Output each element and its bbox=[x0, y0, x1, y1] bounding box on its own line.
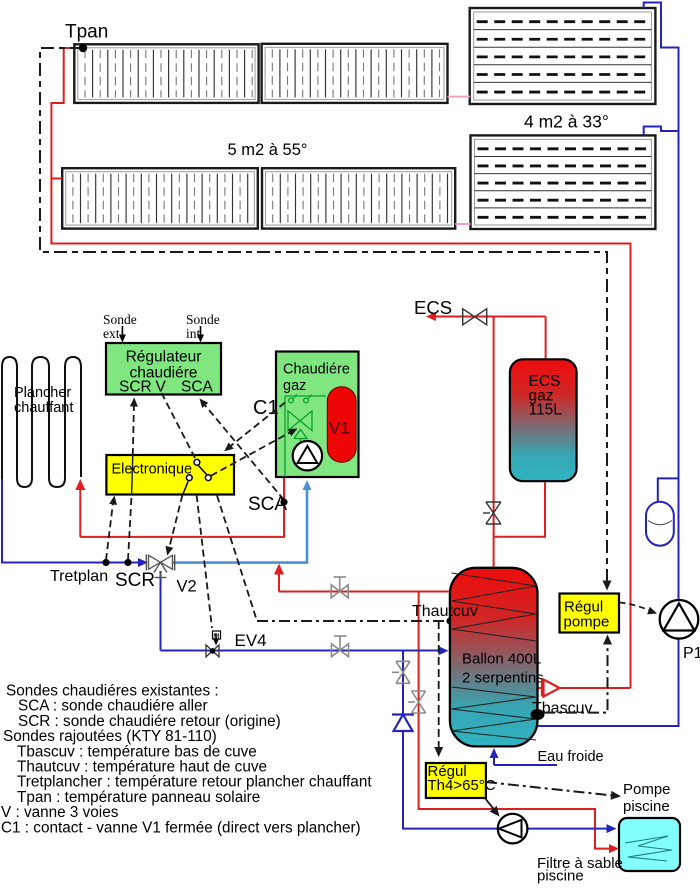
svg-text:SCR: SCR bbox=[115, 570, 155, 591]
svg-text:SCA: SCA bbox=[248, 494, 287, 515]
svg-text:Thautcuv: Thautcuv bbox=[412, 603, 478, 620]
svg-text:Sondes rajoutées (KTY 81-110): Sondes rajoutées (KTY 81-110) bbox=[3, 728, 217, 745]
svg-text:SCA : sonde chaudiére aller: SCA : sonde chaudiére aller bbox=[18, 698, 208, 715]
svg-text:SCA: SCA bbox=[181, 379, 214, 396]
svg-text:ECS: ECS bbox=[529, 373, 561, 390]
svg-text:Thautcuv : température haut de: Thautcuv : température haut de cuve bbox=[17, 759, 267, 776]
svg-text:Th4>65°C: Th4>65°C bbox=[428, 777, 496, 794]
svg-text:Régulateur: Régulateur bbox=[126, 349, 202, 366]
svg-text:pompe: pompe bbox=[564, 614, 610, 631]
svg-text:V1: V1 bbox=[329, 419, 350, 438]
svg-text:V : vanne 3 voies: V : vanne 3 voies bbox=[1, 804, 119, 821]
svg-text:C1 : contact - vanne V1 fermée: C1 : contact - vanne V1 fermée (direct v… bbox=[1, 819, 361, 836]
svg-text:gaz: gaz bbox=[283, 378, 306, 394]
svg-text:SCR : sonde chaudiére retour (: SCR : sonde chaudiére retour (origine) bbox=[18, 713, 281, 730]
svg-text:V: V bbox=[156, 379, 167, 396]
svg-text:4 m2 à 33°: 4 m2 à 33° bbox=[524, 112, 609, 132]
svg-text:Chaudiére: Chaudiére bbox=[283, 362, 350, 378]
svg-text:Sondes chaudiéres existantes :: Sondes chaudiéres existantes : bbox=[6, 683, 219, 700]
svg-text:chauffant: chauffant bbox=[14, 400, 73, 416]
svg-text:Régul: Régul bbox=[564, 599, 603, 616]
svg-text:C1: C1 bbox=[253, 397, 279, 419]
svg-text:SCR: SCR bbox=[119, 379, 152, 396]
svg-text:Tretplan: Tretplan bbox=[50, 568, 108, 585]
svg-text:ext: ext bbox=[103, 326, 120, 341]
svg-text:gaz: gaz bbox=[529, 388, 554, 405]
svg-text:piscine: piscine bbox=[623, 798, 670, 815]
svg-text:int: int bbox=[186, 326, 201, 341]
svg-text:Sonde: Sonde bbox=[103, 312, 137, 327]
svg-text:Tbascuv : température bas de c: Tbascuv : température bas de cuve bbox=[17, 743, 257, 760]
svg-text:Tpan: Tpan bbox=[65, 22, 108, 43]
svg-text:115L: 115L bbox=[529, 402, 563, 419]
svg-text:P1: P1 bbox=[683, 645, 700, 662]
svg-text:5 m2 à 55°: 5 m2 à 55° bbox=[228, 141, 308, 159]
svg-text:Electronique: Electronique bbox=[112, 462, 193, 478]
svg-text:2 serpentins: 2 serpentins bbox=[462, 670, 544, 687]
svg-text:Tretplancher : température ret: Tretplancher : température retour planch… bbox=[17, 774, 372, 791]
svg-text:Plancher: Plancher bbox=[14, 385, 71, 401]
svg-text:chaudiére: chaudiére bbox=[129, 365, 197, 382]
svg-text:Pompe: Pompe bbox=[623, 781, 671, 798]
svg-text:ECS: ECS bbox=[414, 297, 452, 318]
svg-text:Filtre à sable: Filtre à sable bbox=[537, 855, 623, 872]
svg-text:Tpan : température panneau sol: Tpan : température panneau solaire bbox=[17, 789, 260, 806]
svg-text:Eau froide: Eau froide bbox=[538, 749, 604, 765]
svg-text:Ballon 400L: Ballon 400L bbox=[462, 651, 541, 668]
svg-text:Régul: Régul bbox=[428, 763, 467, 780]
svg-text:Sonde: Sonde bbox=[186, 312, 220, 327]
svg-text:EV4: EV4 bbox=[235, 631, 267, 650]
svg-text:piscine: piscine bbox=[537, 868, 584, 885]
svg-text:V2: V2 bbox=[177, 578, 197, 596]
